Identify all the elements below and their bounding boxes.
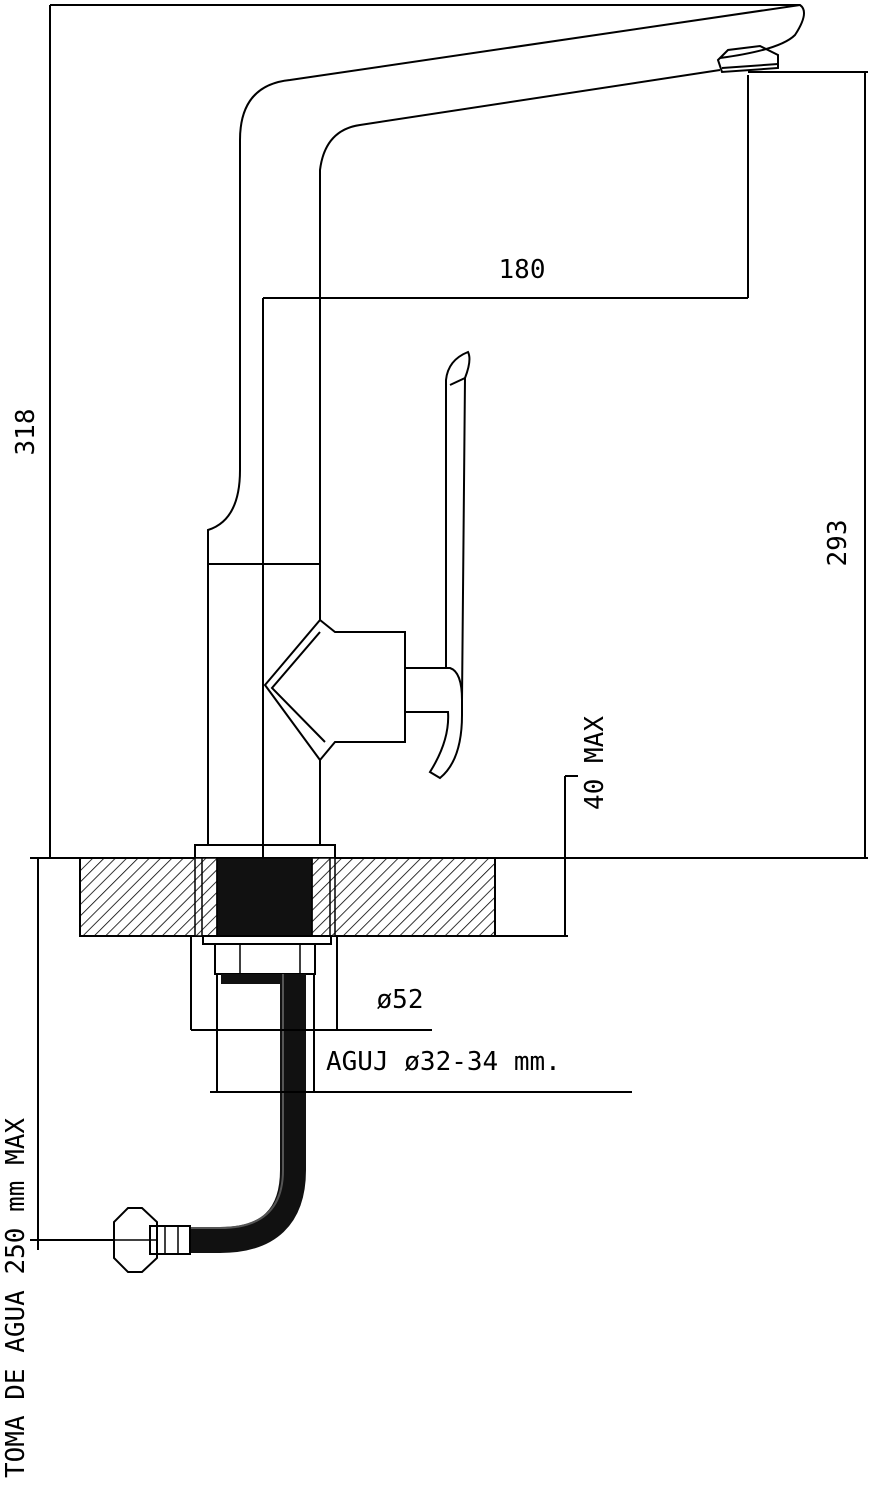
countertop-section — [79, 857, 496, 937]
label-spout-reach: 180 — [499, 255, 546, 285]
label-deck-thickness: 40 MAX — [580, 716, 610, 810]
label-hole-diameter: AGUJ ø32-34 mm. — [326, 1047, 561, 1077]
hole-diameter-dimension — [210, 974, 632, 1093]
shank-diameter-dimension — [190, 936, 432, 1031]
total-height-dimension — [49, 4, 800, 858]
flexible-hose — [113, 974, 306, 1273]
fixing-nut — [202, 935, 332, 984]
spout-height-dimension — [748, 71, 868, 858]
label-shank-diameter: ø52 — [377, 985, 424, 1015]
label-water-connection: TOMA DE AGUA 250 mm MAX — [1, 1118, 31, 1478]
deck-thickness-dimension — [495, 775, 578, 937]
water-connection-dimension — [30, 858, 114, 1250]
label-spout-height: 293 — [823, 520, 853, 567]
reach-dimension — [262, 75, 749, 858]
faucet-body — [194, 3, 805, 859]
label-total-height: 318 — [11, 409, 41, 456]
